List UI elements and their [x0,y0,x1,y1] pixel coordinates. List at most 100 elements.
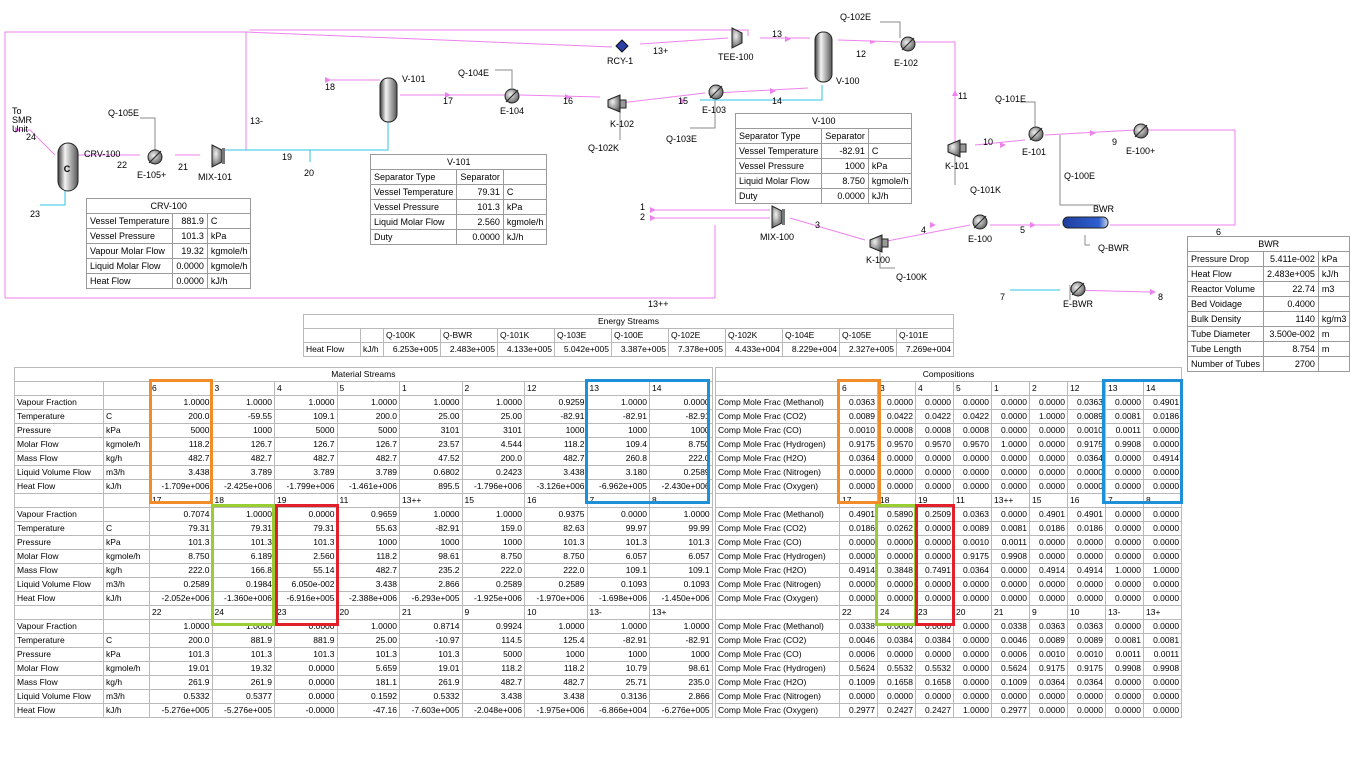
composition-row-label: Comp Mole Frac (Nitrogen) [715,577,840,592]
composition-cell: 0.0010 [953,535,992,550]
e-105-heater[interactable] [147,149,163,165]
material-cell: 109.1 [586,563,650,578]
material-row-unit: kgmole/h [103,549,150,564]
material-cell: 6.057 [649,549,713,564]
energy-stream-header: Q-BWR [440,328,498,343]
property-row: Liquid Molar Flow 8.750 kgmole/h [734,173,913,189]
e-101-heater[interactable] [1028,126,1044,142]
tee-100-splitter[interactable] [731,27,743,49]
composition-cell: 0.5890 [877,507,916,522]
material-cell: 23.57 [399,437,463,452]
e-104-heater[interactable] [504,88,520,104]
composition-cell: 0.0338 [839,619,878,634]
energy-stream-header: Q-102E [668,328,726,343]
material-row-unit: m3/h [103,577,150,592]
rcy-1-recycle[interactable] [615,39,629,53]
material-cell: 109.4 [586,437,650,452]
material-cell: 0.3136 [586,689,650,704]
composition-cell: 0.0384 [877,633,916,648]
composition-stream-header: 5 [953,381,992,396]
composition-cell: 0.0081 [1105,409,1144,424]
material-cell: 98.61 [649,661,713,676]
material-cell: 79.31 [149,521,213,536]
k-100-compressor[interactable] [869,234,889,253]
material-cell: 8.750 [461,549,525,564]
material-cell: 6.050e-002 [274,577,338,592]
material-row-unit [103,507,150,522]
composition-cell: 0.0011 [1105,647,1144,662]
e-bwr-heater[interactable] [1070,281,1086,297]
stream-13minus-label: 13- [250,116,263,126]
composition-cell: 0.0000 [953,465,992,480]
material-cell: 101.3 [274,647,338,662]
material-cell: -1.799e+006 [274,479,338,494]
composition-row-label: Comp Mole Frac (Methanol) [715,507,840,522]
bwr-reactor[interactable] [1062,216,1109,229]
mix-100-mixer[interactable] [771,205,785,229]
property-value: 3.500e-002 [1263,326,1319,342]
property-label: Vessel Temperature [369,184,458,200]
composition-cell: 0.0000 [877,647,916,662]
v-101-vessel[interactable] [379,77,398,123]
property-row: Heat Flow 2.483e+005 kJ/h [1186,266,1351,282]
property-unit: kgmole/h [502,214,548,230]
property-label: Vessel Pressure [369,199,458,215]
material-cell: 101.3 [274,535,338,550]
composition-cell: 0.0000 [1067,703,1106,718]
mix-101-mixer[interactable] [211,144,225,168]
material-row-unit [103,395,150,410]
material-cell: 101.3 [211,647,275,662]
composition-cell: 0.0000 [839,479,878,494]
material-cell: -82.91 [586,409,650,424]
material-cell: 55.63 [336,521,400,536]
material-row-label: Vapour Fraction [14,619,104,634]
composition-row-label: Comp Mole Frac (Oxygen) [715,479,840,494]
k-101-compressor[interactable] [947,139,967,158]
composition-cell: 0.0000 [953,633,992,648]
composition-cell: 0.0000 [953,619,992,634]
material-cell: 5000 [461,647,525,662]
property-label: Bed Voidage [1186,296,1265,312]
e-102-heater[interactable] [900,36,916,52]
material-row-unit: kg/h [103,563,150,578]
composition-stream-header: 19 [915,493,954,508]
e-100-heater[interactable] [972,214,988,230]
composition-cell: 0.0089 [1067,633,1106,648]
material-cell: 260.8 [586,451,650,466]
e-100-plus-heater[interactable] [1133,123,1149,139]
stream-8-label: 8 [1158,292,1163,302]
e-103-heater[interactable] [708,84,724,100]
material-cell: 0.2589 [649,465,713,480]
property-row: Separator Type Separator [369,169,548,185]
material-cell: 1.0000 [211,507,275,522]
composition-cell: 0.0000 [877,577,916,592]
property-row: Bed Voidage 0.4000 [1186,296,1351,312]
material-cell: 4.544 [461,437,525,452]
composition-cell: 0.4901 [839,507,878,522]
energy-stream-value: 7.378e+005 [668,342,726,357]
material-cell: 5000 [149,423,213,438]
stream-18-label: 18 [325,82,335,92]
composition-cell: 0.0186 [1029,521,1068,536]
material-row-label: Molar Flow [14,437,104,452]
material-cell: -1.461e+006 [336,479,400,494]
e-102-label: E-102 [894,58,918,68]
composition-cell: 0.0000 [839,465,878,480]
crv-100-vessel[interactable]: C [57,142,79,192]
to-smr-unit-label-3: Unit [12,124,29,134]
v-100-vessel[interactable] [814,31,833,83]
composition-stream-header: 10 [1067,605,1106,620]
property-unit: m [1317,341,1351,357]
material-cell: 261.9 [149,675,213,690]
property-row: Liquid Molar Flow 0.0000 kgmole/h [85,258,252,274]
k-102-compressor[interactable] [607,94,627,113]
material-row-unit: kJ/h [103,591,150,606]
